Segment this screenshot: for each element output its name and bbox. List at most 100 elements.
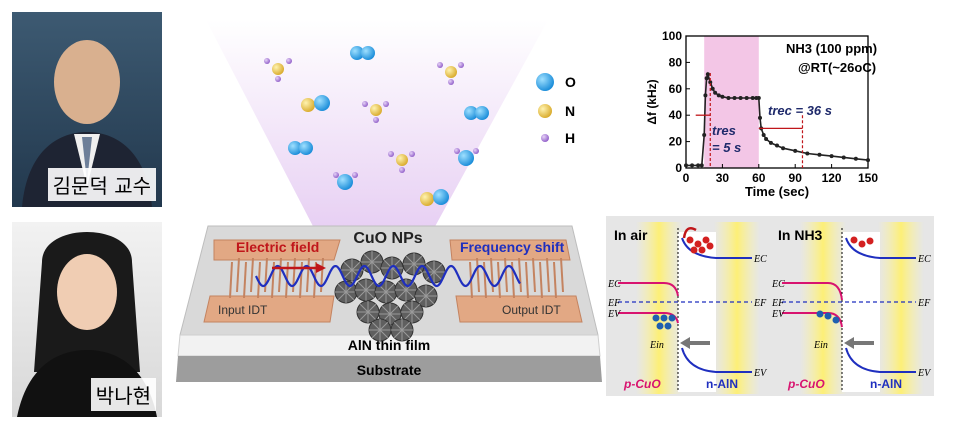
idt-finger xyxy=(504,257,508,293)
n-aln-label: n-AlN xyxy=(870,377,902,391)
person-silhouette-icon xyxy=(17,232,157,417)
data-point xyxy=(768,140,773,145)
electron-dot xyxy=(694,240,702,248)
data-point xyxy=(708,80,713,85)
data-point xyxy=(750,96,755,101)
idt-finger xyxy=(518,257,522,293)
hole-dot xyxy=(668,314,676,322)
t-res-label: tres xyxy=(712,123,736,138)
substrate-layer xyxy=(176,356,602,382)
data-point xyxy=(853,156,858,161)
aln-conduction-band xyxy=(845,237,916,259)
hole-dot xyxy=(656,322,664,330)
oxygen-molecule xyxy=(288,141,313,155)
data-point xyxy=(705,72,710,77)
t-res-value: = 5 s xyxy=(712,140,741,155)
ammonia-molecule xyxy=(264,58,292,82)
frequency-shift-label: Frequency shift xyxy=(460,239,565,255)
idt-finger xyxy=(483,261,487,299)
electron-dot xyxy=(690,246,698,254)
arrow-head-icon xyxy=(680,337,690,349)
idt-finger xyxy=(546,257,550,293)
data-point xyxy=(713,90,718,95)
data-point xyxy=(703,93,708,98)
band-title: In air xyxy=(614,227,648,243)
cuo-nanoparticle xyxy=(360,250,384,274)
ef-right-label: EF xyxy=(753,298,767,309)
legend-n: N xyxy=(565,103,575,119)
ef-label: EF xyxy=(607,298,621,309)
data-point xyxy=(710,86,715,91)
ev-right-label: EV xyxy=(753,368,768,379)
portrait-name: 박나현 xyxy=(90,378,156,411)
y-tick-label: 100 xyxy=(662,29,682,43)
y-tick-label: 80 xyxy=(669,55,683,69)
x-axis-label: Time (sec) xyxy=(745,184,809,199)
depletion-glow-right xyxy=(878,222,924,394)
saw-device: AlN thin film Substrate Input IDT Output… xyxy=(176,225,602,382)
input-idt-label: Input IDT xyxy=(218,303,268,317)
idt-finger xyxy=(539,261,543,299)
ev-label: EV xyxy=(607,309,622,320)
ec-label: EC xyxy=(607,279,621,290)
aln-thin-film-label: AlN thin film xyxy=(348,337,430,353)
hydrogen-legend-icon xyxy=(541,134,549,142)
data-point xyxy=(716,93,721,98)
cuo-nanoparticle xyxy=(400,300,424,324)
x-tick-label: 60 xyxy=(752,171,766,185)
substrate-label: Substrate xyxy=(357,362,422,378)
hole-dot xyxy=(816,310,824,318)
oh-molecule xyxy=(454,148,479,166)
x-tick-label: 120 xyxy=(822,171,842,185)
data-point xyxy=(732,96,737,101)
hole-dot xyxy=(832,316,840,324)
legend-h: H xyxy=(565,130,575,146)
idt-finger xyxy=(553,261,557,299)
n-aln-label: n-AlN xyxy=(706,377,738,391)
band-title: In NH3 xyxy=(778,227,823,243)
electron-dot xyxy=(850,236,858,244)
data-point xyxy=(805,151,810,156)
chart-frame xyxy=(685,35,869,169)
cuo-nanoparticle xyxy=(368,318,392,342)
ein-label: Ein xyxy=(649,340,664,351)
output-idt-label: Output IDT xyxy=(502,303,561,317)
element-legend: O N H xyxy=(536,73,576,146)
cuo-conduction-band xyxy=(618,282,679,297)
cuo-nanoparticle xyxy=(390,318,414,342)
y-tick-label: 40 xyxy=(669,108,683,122)
cuo-nanoparticle xyxy=(374,280,398,304)
ammonia-molecule xyxy=(388,151,415,173)
idt-finger xyxy=(250,257,254,293)
idt-finger xyxy=(525,261,529,299)
chart-subtitle: @RT(~26oC) xyxy=(798,60,876,75)
electron-transfer-arrow-icon xyxy=(682,227,697,239)
legend-o: O xyxy=(565,74,576,90)
data-point xyxy=(761,133,766,137)
electron-dot xyxy=(866,237,874,245)
no-molecule xyxy=(301,95,330,112)
chart-title: NH3 (100 ppm) xyxy=(786,41,877,56)
no-molecule xyxy=(420,189,449,206)
portrait-professor: 김문덕 교수 xyxy=(12,12,162,207)
x-tick-label: 30 xyxy=(716,171,730,185)
oxygen-legend-icon xyxy=(536,73,554,91)
nitrogen-legend-icon xyxy=(538,104,552,118)
ec-label: EC xyxy=(771,279,785,290)
data-point xyxy=(690,163,695,168)
data-point xyxy=(684,163,688,168)
data-point xyxy=(699,163,704,168)
p-cuo-label: p-CuO xyxy=(787,377,825,391)
portrait-name: 김문덕 교수 xyxy=(47,168,156,201)
idt-finger xyxy=(560,257,564,293)
cuo-conduction-band xyxy=(782,282,843,301)
x-tick-label: 90 xyxy=(789,171,803,185)
data-point xyxy=(744,96,749,101)
y-axis-label: Δf (kHz) xyxy=(645,79,659,124)
data-point xyxy=(738,96,743,101)
nh3-exposure-region xyxy=(704,36,759,168)
